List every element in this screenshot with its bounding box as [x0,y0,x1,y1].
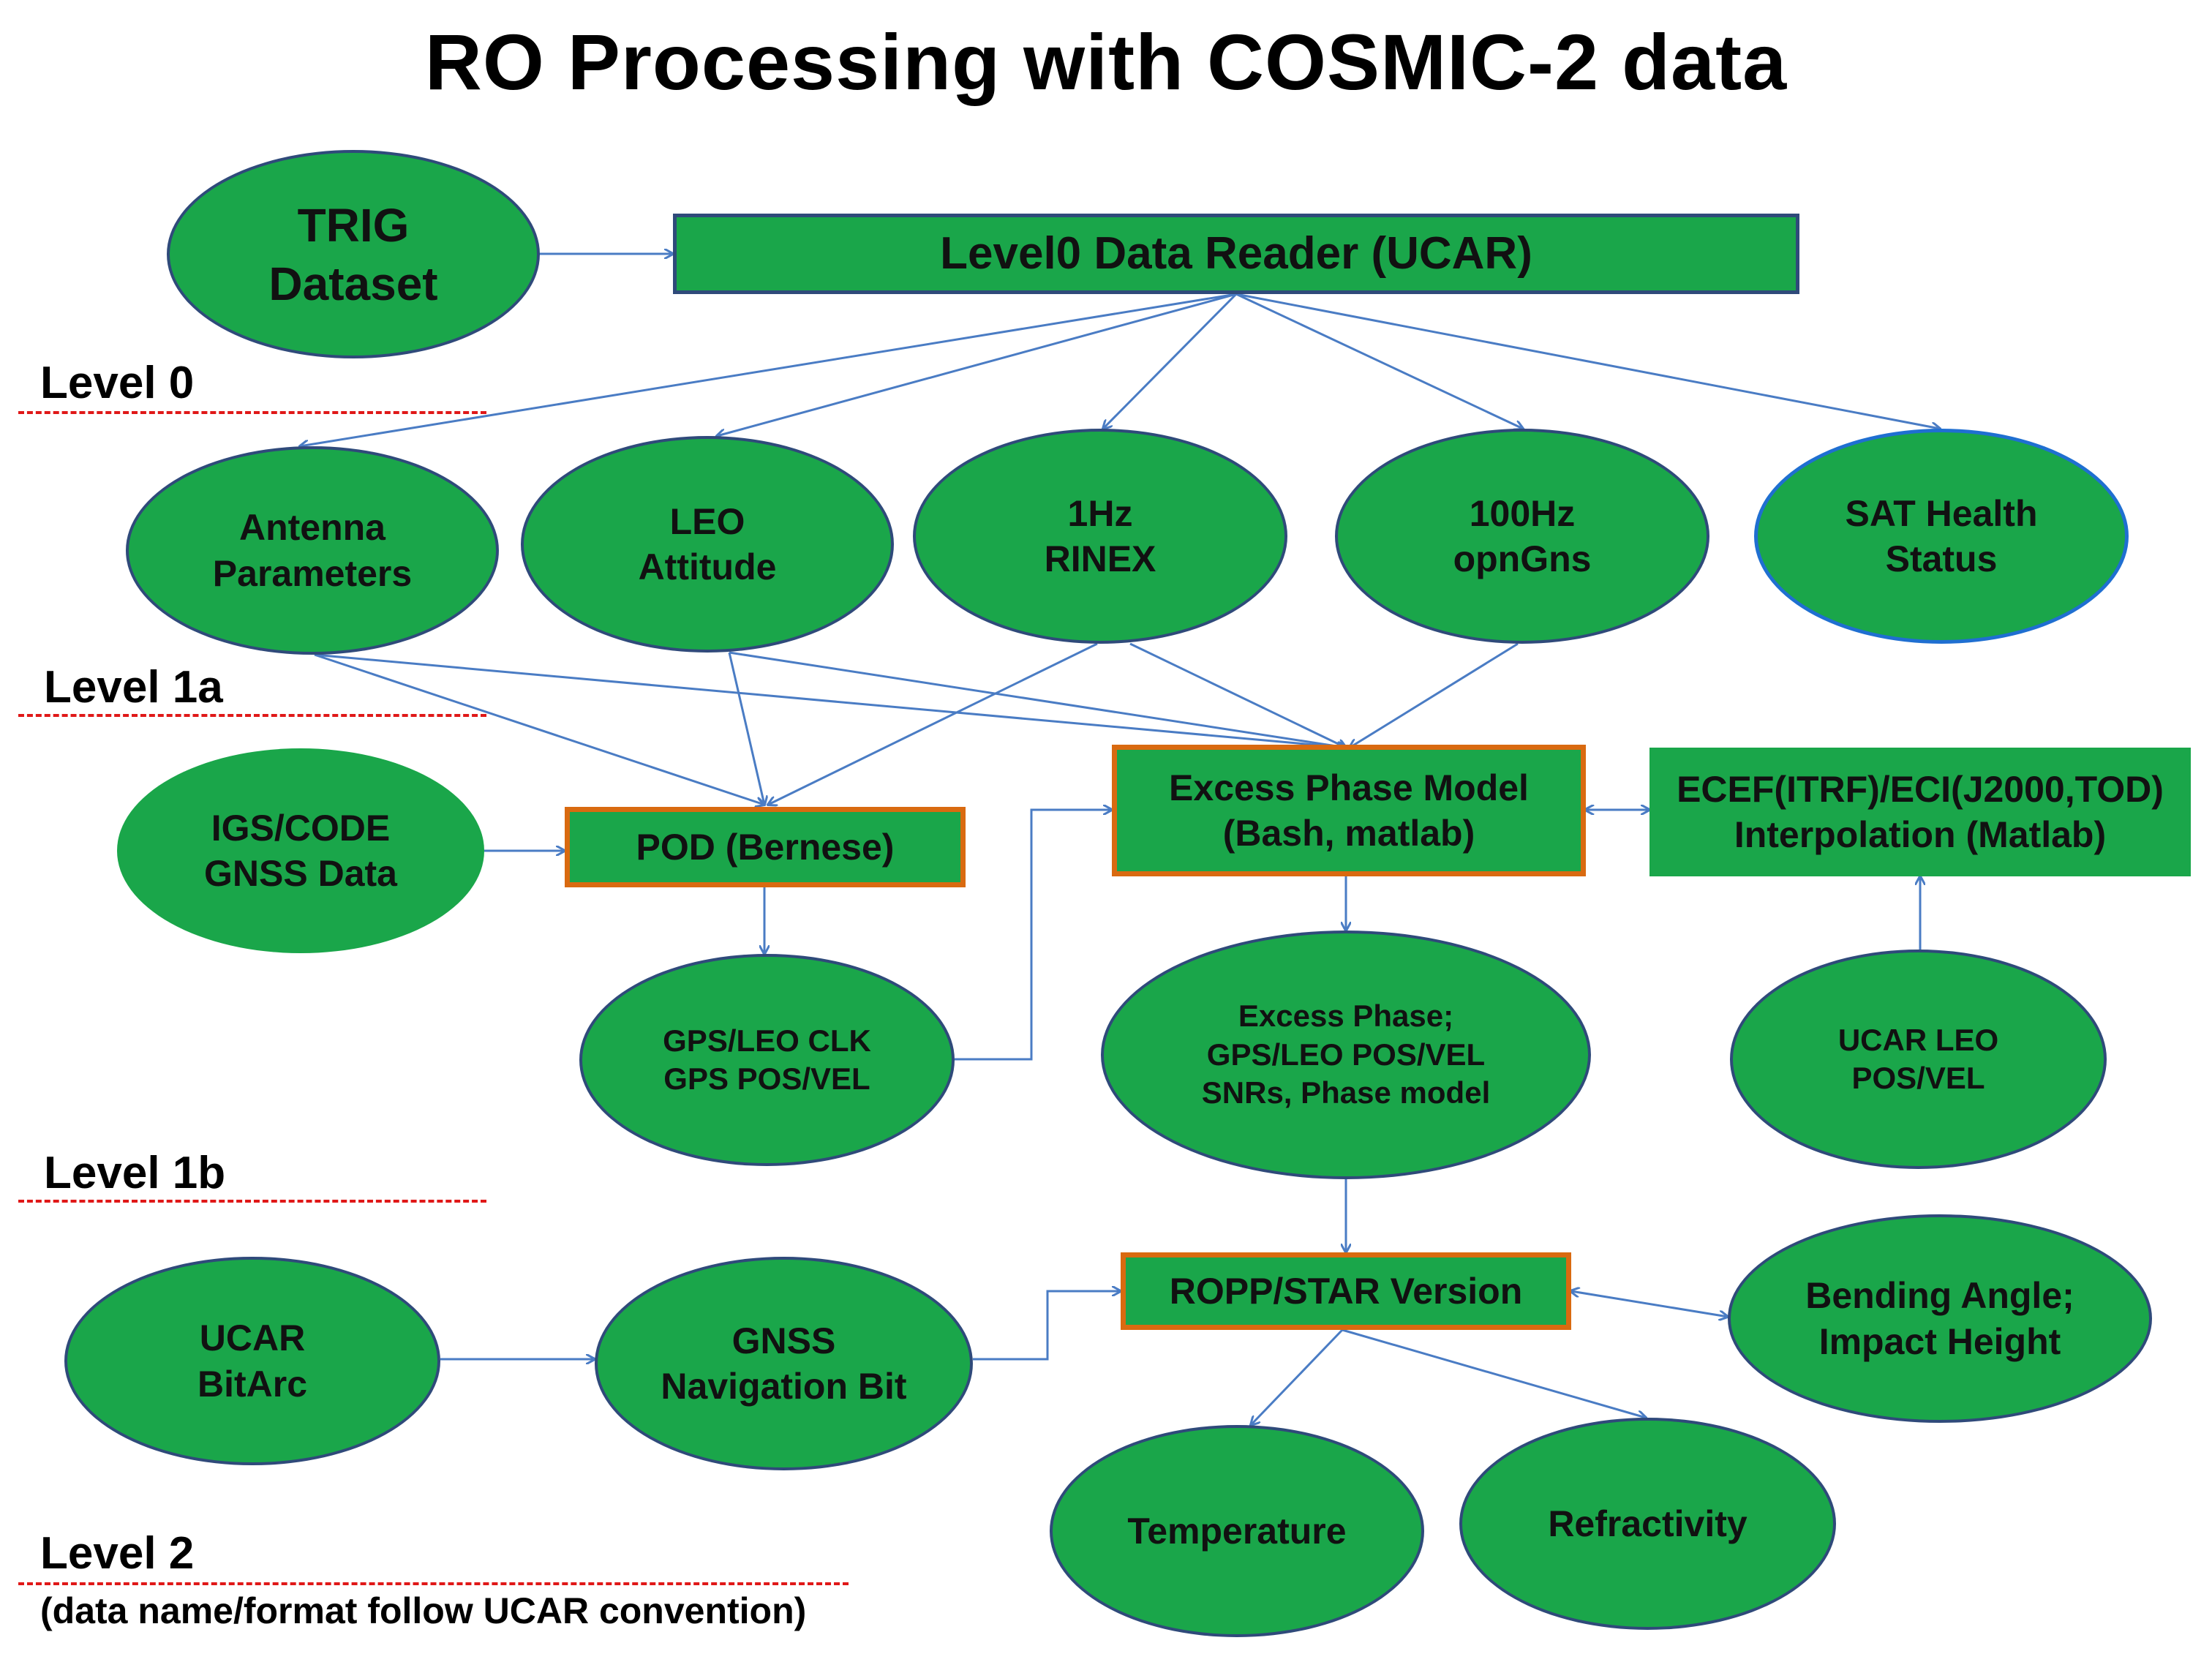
edge-reader-antenna [300,293,1237,446]
edge-navbit-ropp [973,1291,1121,1361]
level-2-divider [18,1582,849,1585]
node-ucar-bitarc: UCAR BitArc [64,1257,440,1465]
node-refractivity: Refractivity [1459,1418,1836,1630]
level-2-label: Level 2 [40,1528,195,1579]
node-igs-code-gnss-data: IGS/CODE GNSS Data [117,748,484,953]
node-sat-health-status: SAT Health Status [1754,429,2129,644]
node-1hz-rinex: 1Hz RINEX [913,429,1287,644]
level-1a-divider [18,714,486,717]
node-ropp-star-version: ROPP/STAR Version [1121,1252,1571,1330]
node-pod-bernese: POD (Bernese) [565,807,966,887]
edge-clk-epm [955,810,1112,1061]
node-bending-angle: Bending Angle; Impact Height [1728,1214,2152,1423]
node-100hz-opngns: 100Hz opnGns [1335,429,1709,644]
node-temperature: Temperature [1050,1425,1424,1637]
level-0-label: Level 0 [40,358,195,408]
edge-leoatt-pod [728,652,764,805]
edge-reader-rinex [1103,293,1238,429]
edge-opngns-epm [1350,642,1519,748]
edge-ropp-refr [1342,1328,1646,1418]
level-0-divider [18,411,486,414]
node-excess-phase-output: Excess Phase; GPS/LEO POS/VEL SNRs, Phas… [1101,931,1591,1179]
edge-reader-sathealth [1235,293,1940,429]
node-gnss-navigation-bit: GNSS Navigation Bit [595,1257,973,1470]
diagram-title: RO Processing with COSMIC-2 data [424,18,1788,106]
level-1b-divider [18,1200,486,1203]
node-level0-data-reader: Level0 Data Reader (UCAR) [673,214,1799,294]
node-excess-phase-model: Excess Phase Model (Bash, matlab) [1112,745,1586,876]
edge-leoatt-epm [729,651,1346,748]
edge-ropp-bending [1571,1291,1728,1317]
level-1a-label: Level 1a [44,662,223,713]
edge-reader-opngns [1235,293,1523,429]
node-antenna-parameters: Antenna Parameters [126,446,499,655]
edge-antenna-epm [314,653,1346,748]
edge-antenna-pod [314,653,764,805]
node-trig-dataset: TRIG Dataset [167,150,540,358]
node-ecef-eci-interpolation: ECEF(ITRF)/ECI(J2000,TOD) Interpolation … [1649,748,2191,876]
node-gps-leo-clk: GPS/LEO CLK GPS POS/VEL [579,954,955,1166]
node-ucar-leo-pos-vel: UCAR LEO POS/VEL [1730,950,2107,1169]
edge-rinex-epm [1129,642,1346,748]
node-leo-attitude: LEO Attitude [521,436,894,653]
edge-rinex-pod [768,642,1098,805]
level-1b-label: Level 1b [44,1148,226,1198]
edge-reader-leoatt [717,293,1237,436]
edge-ropp-temp [1251,1328,1344,1425]
convention-note: (data name/format follow UCAR convention… [40,1590,807,1631]
